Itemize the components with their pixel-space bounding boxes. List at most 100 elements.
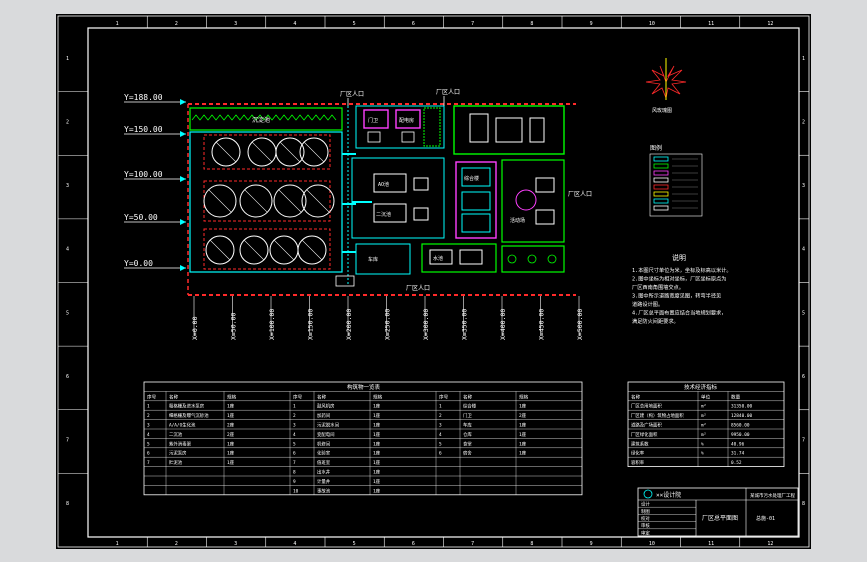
structure-table-cell: 1座 — [373, 422, 381, 429]
company-name: ××设计院 — [656, 491, 681, 499]
structure-table-cell: 二沉池 — [169, 431, 183, 438]
border-row-label-left: 8 — [66, 501, 69, 507]
structure-table-cell: 7 — [147, 460, 150, 466]
structure-table-header: 规格 — [373, 393, 383, 400]
structure-table-cell: 综合楼 — [463, 403, 477, 410]
y-axis-label: Y=0.00 — [124, 259, 153, 268]
structure-table-cell: 2 — [439, 413, 442, 419]
index-table-cell: 道路及广场面积 — [631, 422, 662, 429]
outer-frame — [57, 15, 810, 548]
tank-circle — [297, 235, 327, 265]
bottom-right-b1 — [429, 249, 453, 265]
legend-swatch — [653, 191, 669, 197]
office-inner-2 — [461, 191, 491, 211]
x-axis-label: X=200.00 — [345, 309, 353, 340]
entrance-top-right: 厂区人口 — [436, 89, 460, 96]
structure-table-cell: 6 — [293, 451, 296, 457]
sludge-label: 沉淀池 — [252, 116, 270, 124]
structure-table-cell: 1座 — [227, 403, 235, 410]
right-top-b2 — [495, 117, 523, 143]
structure-table-cell: 1座 — [519, 431, 527, 438]
structure-table-cell: 1座 — [227, 459, 235, 466]
border-row-label-right: 8 — [802, 501, 805, 507]
structure-table-header: 序号 — [147, 393, 157, 400]
structure-table-cell: 鼓风机房 — [317, 403, 335, 410]
border-row-label-right: 2 — [802, 119, 805, 125]
border-col-label-top: 8 — [530, 21, 533, 27]
gate-label: 门卫 — [368, 117, 378, 124]
block-bottom-right-1 — [421, 243, 497, 273]
index-table-header: 单位 — [701, 393, 711, 400]
index-table-cell: 建筑系数 — [631, 440, 649, 447]
border-col-label-top: 1 — [116, 21, 119, 27]
structure-table-cell: 2 — [293, 413, 296, 419]
right-top-b3 — [529, 117, 545, 143]
legend-swatch — [653, 184, 669, 190]
border-row-label-right: 3 — [802, 183, 805, 189]
project-name: 某城市污水处理厂工程 — [750, 492, 795, 499]
site-plan: Y=188.00Y=150.00Y=100.00Y=50.00Y=0.00 X=… — [124, 89, 592, 340]
structure-table-header: 规格 — [227, 393, 237, 400]
workshop-a-label: AO池 — [378, 181, 389, 188]
structure-table-cell: 门卫 — [463, 412, 472, 419]
office-inner-3 — [461, 213, 491, 233]
index-table-cell: 厂区总用地面积 — [631, 403, 662, 410]
structure-table-cell: 出水井 — [317, 469, 331, 476]
structure-table-cell: 事故池 — [317, 487, 331, 494]
workshop-b — [373, 203, 407, 223]
workshop-a — [373, 173, 407, 193]
legend-swatch — [653, 205, 669, 211]
structure-table-cell: 粗格栅及进水泵房 — [169, 403, 205, 410]
structure-table-cell: 4 — [293, 432, 296, 438]
green-belt-top — [189, 107, 343, 131]
border-col-label-bottom: 4 — [293, 541, 296, 547]
garden-b2 — [535, 209, 555, 225]
box-c1 — [413, 177, 429, 191]
index-table-cell: 0.52 — [731, 460, 742, 466]
index-table-cell: m² — [701, 405, 706, 410]
legend: 图例 — [649, 144, 703, 217]
structure-table-cell: 2座 — [227, 422, 235, 429]
compass: 风玫瑰图 — [645, 58, 687, 114]
structure-table-cell: 1座 — [227, 450, 235, 457]
index-table-cell: 12840.00 — [731, 413, 753, 419]
tank-zone — [189, 131, 343, 273]
notes-title: 说明 — [672, 253, 686, 262]
structure-table-cell: 5 — [439, 441, 442, 447]
tank-circles — [203, 137, 335, 265]
x-axis-label: X=400.00 — [499, 309, 507, 340]
x-axis-label: X=250.00 — [384, 309, 392, 340]
right-top-b1 — [469, 113, 489, 143]
tree-1 — [507, 254, 517, 264]
office-block — [455, 161, 497, 239]
tree-2 — [527, 254, 537, 264]
tank-diagonal — [306, 189, 330, 213]
compass-label: 风玫瑰图 — [652, 107, 672, 114]
tank-diagonal — [208, 189, 232, 213]
tank-diagonal — [273, 239, 295, 261]
tank-row-1 — [203, 134, 331, 170]
tree-3 — [547, 254, 557, 264]
border-row-label-right: 7 — [802, 438, 805, 444]
parking-block — [355, 243, 411, 275]
tank-diagonal — [244, 189, 268, 213]
note-line: 道路设计图。 — [632, 300, 663, 308]
index-table-cell: % — [701, 441, 704, 447]
structure-table-cell: 1座 — [373, 469, 381, 476]
border-row-label-left: 5 — [66, 310, 69, 316]
index-table-header: 数量 — [731, 393, 741, 400]
border-row-label-left: 4 — [66, 247, 69, 253]
border-row-label-right: 6 — [802, 374, 805, 380]
tb-row-label: 审核 — [641, 522, 650, 529]
index-table-cell: 9950.00 — [731, 432, 750, 438]
structure-table-cell: 2 — [147, 413, 150, 419]
block-bottom-right-2 — [501, 245, 565, 273]
title-block-frame — [637, 487, 799, 537]
x-axis-label: X=50.00 — [230, 313, 238, 340]
green-zigzag — [191, 114, 337, 121]
tank-circle — [273, 184, 307, 218]
structure-table-cell: 值班室 — [317, 459, 331, 466]
note-line: 3.图中所示道路宽度见图，转弯半径见 — [632, 292, 721, 300]
structure-table-cell: 4 — [439, 432, 442, 438]
